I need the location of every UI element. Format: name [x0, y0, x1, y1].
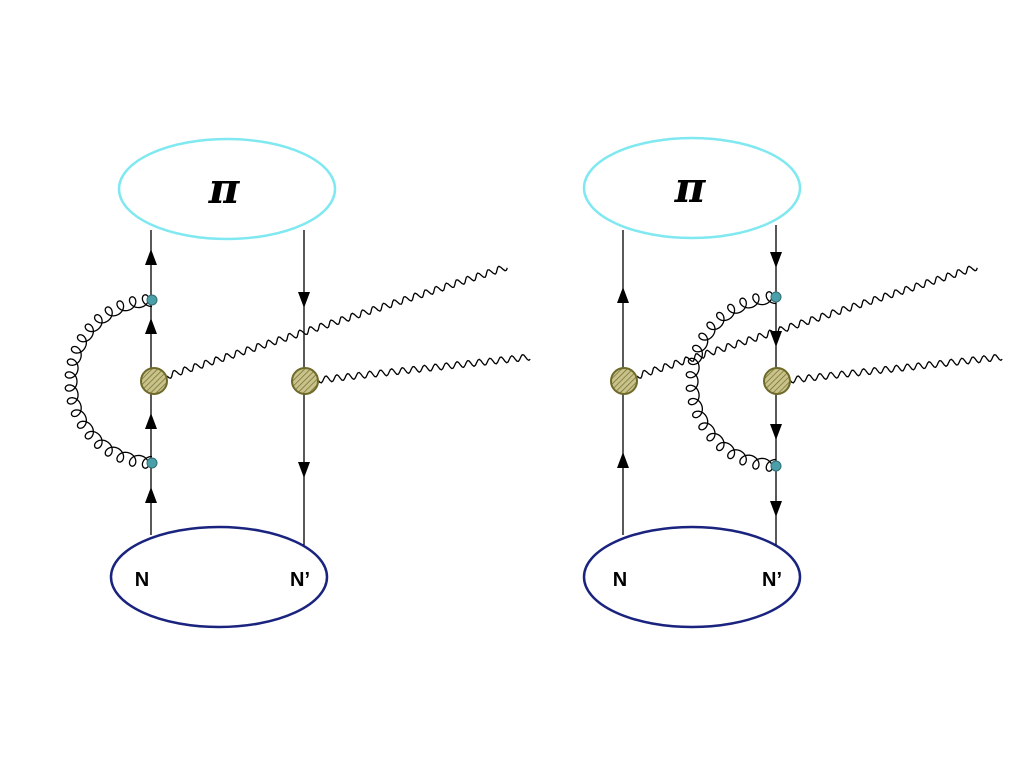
- gluon-vertex-left-top: [146, 294, 158, 306]
- nucleon-label-in-left: N: [135, 569, 149, 591]
- quark-arrows-left-2: [298, 292, 310, 478]
- gluon-vertex-left-bottom: [146, 457, 158, 469]
- photon-vertex-left-1: [140, 367, 168, 395]
- nucleon-label-in-right: N: [613, 569, 627, 591]
- photon-line-right-1: [636, 265, 978, 379]
- nucleon-blob-right: [582, 525, 802, 629]
- diagram-left: π N N’: [64, 137, 531, 629]
- pion-label-left: π: [208, 164, 241, 213]
- pion-blob-left: [117, 137, 337, 241]
- quark-arrows-right-2: [770, 252, 782, 517]
- photon-vertex-left-2: [291, 367, 319, 395]
- quark-arrows-right-1: [617, 287, 629, 468]
- photon-line-left-2: [317, 354, 531, 384]
- nucleon-blob-left: [109, 525, 329, 629]
- photon-line-left-1: [166, 265, 508, 379]
- photon-vertex-right-1: [610, 367, 638, 395]
- pion-label-right: π: [674, 163, 707, 212]
- gluon-vertex-right-top: [770, 291, 782, 303]
- gluon-loop-left: [64, 294, 153, 469]
- gluon-vertex-right-bottom: [770, 460, 782, 472]
- nucleon-label-out-left: N’: [290, 569, 310, 591]
- nucleon-label-out-right: N’: [762, 569, 782, 591]
- gluon-loop-right: [685, 291, 777, 472]
- photon-line-right-2: [789, 354, 1003, 384]
- pion-blob-right: [582, 136, 802, 240]
- quark-arrows-left-1: [145, 249, 157, 503]
- photon-vertex-right-2: [763, 367, 791, 395]
- diagram-right: π N N’: [582, 136, 1003, 629]
